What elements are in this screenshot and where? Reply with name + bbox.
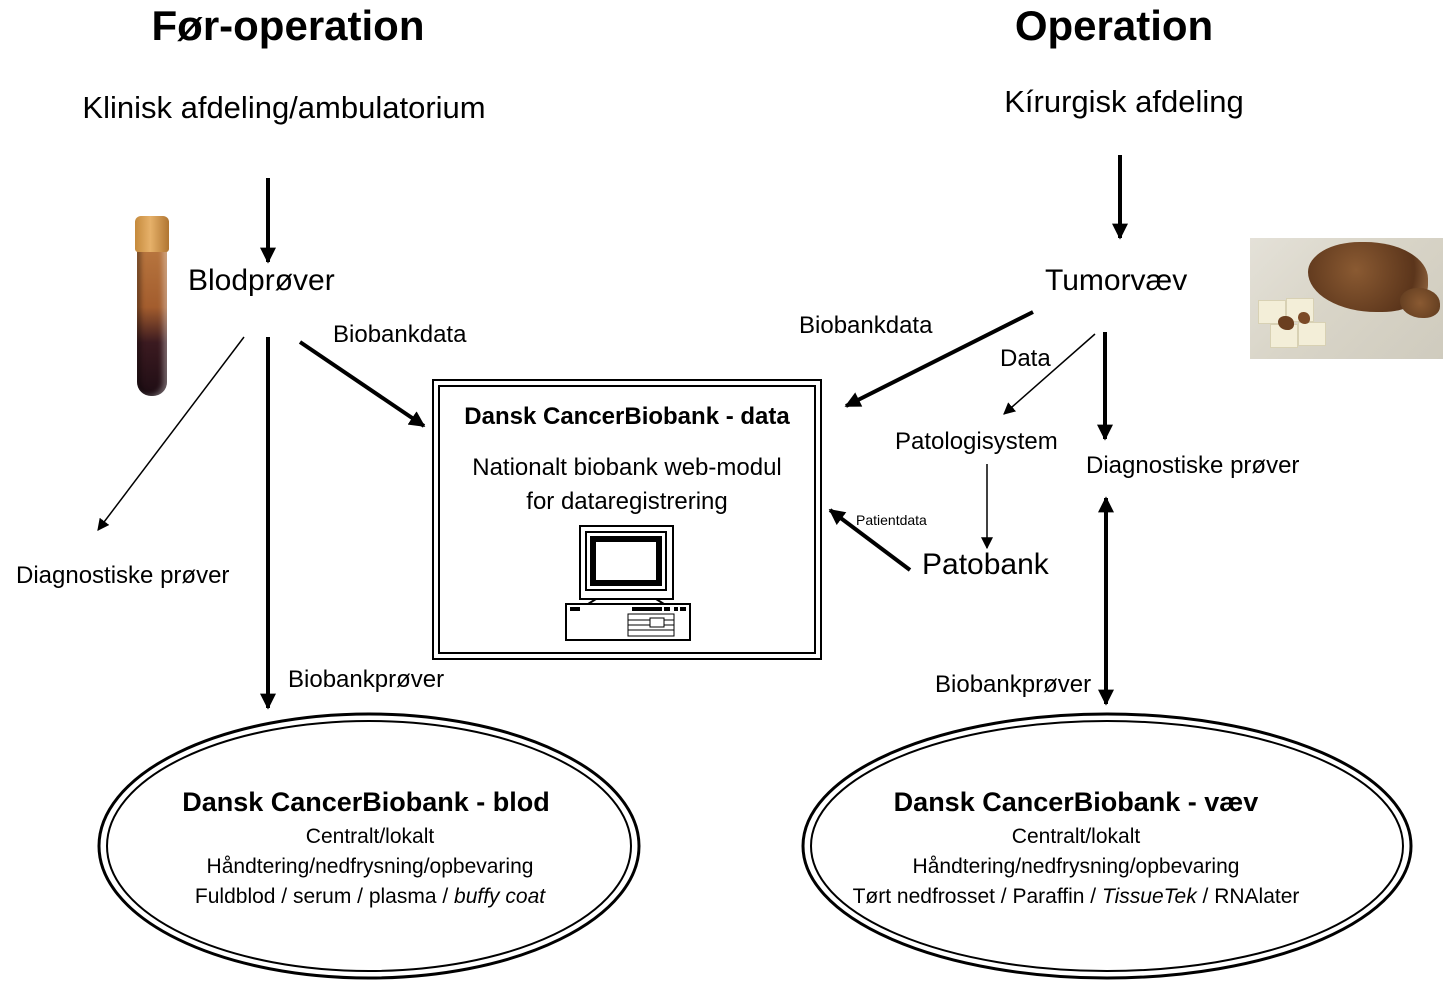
tissue-biobank-line1: Centralt/lokalt [1011, 825, 1141, 848]
tissue-biobank-types-a: Tørt nedfrosset / Paraffin / [852, 885, 1102, 908]
edge-label-biobankdata-left: Biobankdata [333, 321, 467, 348]
arrow-blodprover-to-data-box [298, 340, 426, 428]
tissue-biobank-ellipse-outer [801, 712, 1413, 980]
node-patologisystem: Patologisystem [895, 428, 1058, 455]
arrow-tumorvaev-to-patologisystem [1003, 333, 1096, 415]
tissue-biobank-line3: Tørt nedfrosset / Paraffin / TissueTek /… [853, 885, 1300, 909]
edge-label-biobankprover-left: Biobankprøver [288, 666, 445, 693]
data-box-line2: for dataregistrering [526, 488, 728, 515]
heading-operation: Operation [1014, 2, 1214, 49]
tissue-biobank-tissuetek: TissueTek [1101, 885, 1197, 908]
blood-tube-cap [135, 216, 169, 252]
blood-biobank-line3: Fuldblod / serum / plasma / buffy coat [195, 885, 545, 909]
department-surgical: Kírurgisk afdeling [1004, 84, 1244, 119]
node-patobank: Patobank [922, 548, 1049, 581]
tissue-biobank-ellipse-inner [810, 720, 1404, 972]
blood-biobank-title: Dansk CancerBiobank - blod [182, 787, 550, 817]
heading-before-operation: Før-operation [151, 2, 425, 49]
data-box-line1: Nationalt biobank web-modul [472, 454, 782, 481]
data-box-title: Dansk CancerBiobank - data [464, 403, 790, 430]
edge-label-biobankdata-right: Biobankdata [799, 312, 933, 339]
tissue-biobank-line2: Håndtering/nedfrysning/opbevaring [912, 855, 1240, 878]
tumor-tissue-photo [1250, 238, 1443, 359]
arrow-patobank-to-data-box [828, 508, 912, 572]
blood-biobank-line1: Centralt/lokalt [305, 825, 435, 848]
node-diagnostic-samples-right: Diagnostiske prøver [1086, 452, 1300, 479]
edge-label-biobankprover-right: Biobankprøver [935, 671, 1092, 698]
blood-biobank-sample-types: Fuldblod / serum / plasma / [194, 885, 455, 908]
node-blodprover: Blodprøver [188, 264, 335, 297]
data-box-inner-border [438, 385, 816, 654]
blood-biobank-buffy-coat: buffy coat [454, 885, 546, 908]
arrow-blodprover-to-diagnostic [97, 336, 245, 531]
desktop-computer-icon [565, 525, 691, 641]
tissue-biobank-types-b: / RNAlater [1196, 885, 1300, 908]
node-tumorvaev: Tumorvæv [1045, 264, 1188, 297]
edge-label-patientdata: Patientdata [856, 512, 927, 528]
department-clinical: Klinisk afdeling/ambulatorium [82, 90, 486, 125]
node-diagnostic-samples-left: Diagnostiske prøver [16, 562, 230, 589]
edge-label-data: Data [1000, 345, 1051, 372]
blood-biobank-ellipse-outer [97, 712, 641, 980]
blood-biobank-line2: Håndtering/nedfrysning/opbevaring [206, 855, 534, 878]
arrow-tumorvaev-to-data-box [844, 310, 1034, 408]
tissue-biobank-title: Dansk CancerBiobank - væv [893, 787, 1259, 817]
blood-biobank-ellipse-inner [106, 720, 632, 972]
